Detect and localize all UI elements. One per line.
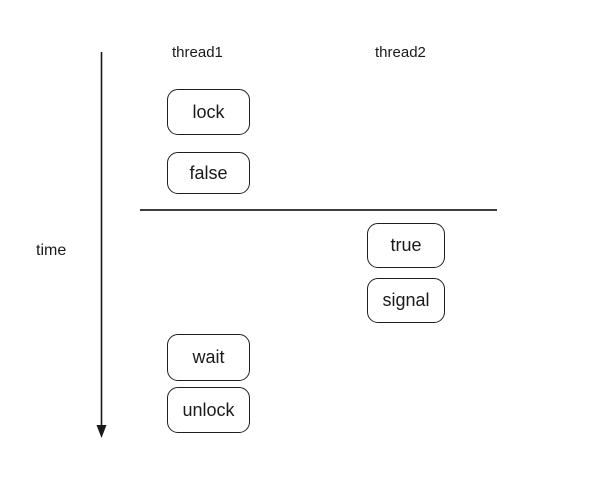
box-false: false — [167, 152, 250, 194]
column-label-thread2: thread2 — [375, 44, 426, 61]
down-arrow-icon — [96, 52, 107, 438]
box-wait: wait — [167, 334, 250, 381]
divider-line — [140, 209, 497, 211]
column-label-thread1: thread1 — [172, 44, 223, 61]
time-axis-label: time — [36, 242, 67, 259]
box-signal: signal — [367, 278, 445, 323]
box-unlock: unlock — [167, 387, 250, 433]
box-true: true — [367, 223, 445, 268]
box-lock: lock — [167, 89, 250, 135]
